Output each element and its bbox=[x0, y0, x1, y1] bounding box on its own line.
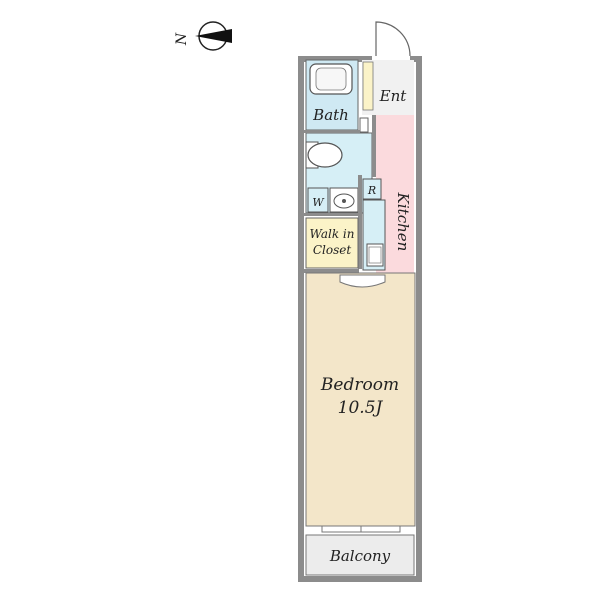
washer-space bbox=[307, 187, 329, 213]
small-partition bbox=[359, 117, 369, 133]
balcony-label: Balcony bbox=[329, 547, 391, 565]
closet-label-line1: Walk in bbox=[310, 227, 355, 241]
bedroom-label: Bedroom bbox=[320, 375, 399, 395]
entrance-door bbox=[372, 21, 411, 60]
kitchen-label: Kitchen bbox=[394, 192, 412, 252]
bedroom-size-label: 10.5J bbox=[338, 398, 384, 418]
compass-arrow-icon bbox=[195, 29, 232, 43]
refrigerator-label: R bbox=[367, 184, 376, 197]
toilet-icon bbox=[305, 141, 343, 169]
washer-label: W bbox=[312, 196, 325, 209]
interior-walls bbox=[304, 115, 376, 273]
sink-icon bbox=[329, 187, 359, 213]
closet-label-line2: Closet bbox=[313, 243, 352, 257]
balcony bbox=[305, 534, 415, 576]
entrance-label: Ent bbox=[379, 87, 408, 105]
compass-north-label: N bbox=[174, 32, 190, 46]
compass: N bbox=[174, 21, 232, 51]
walk-in-closet bbox=[305, 217, 359, 269]
bathtub-icon bbox=[309, 63, 353, 95]
refrigerator-space bbox=[362, 178, 382, 200]
bath-label: Bath bbox=[312, 106, 349, 124]
kitchen-sink-icon bbox=[366, 243, 384, 267]
balcony-window bbox=[321, 525, 401, 533]
shoe-cabinet bbox=[362, 61, 374, 111]
bedroom-door-icon bbox=[339, 274, 386, 288]
